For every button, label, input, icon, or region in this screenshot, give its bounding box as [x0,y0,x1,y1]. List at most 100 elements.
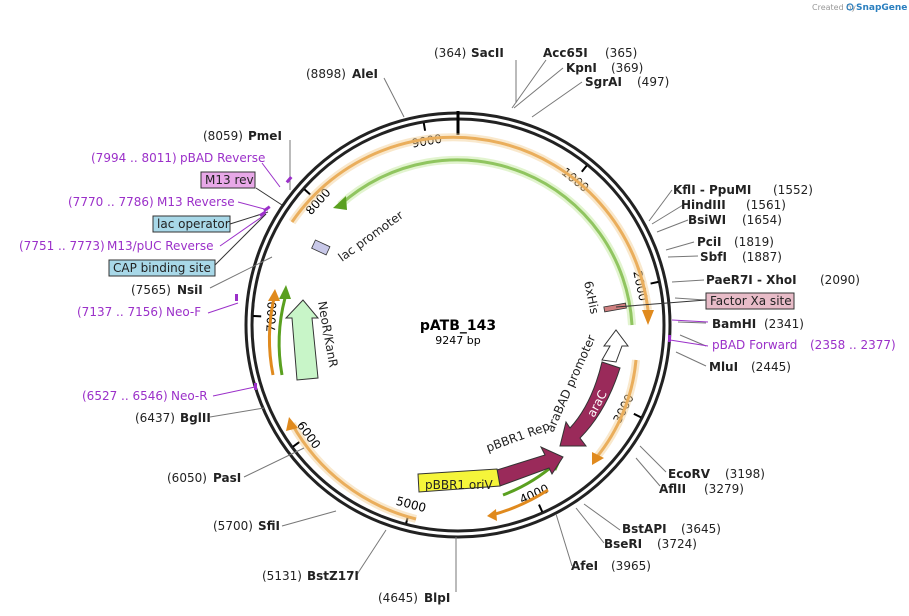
primer-name: pBAD Forward [712,338,797,352]
enzyme-name: KpnI [566,61,597,75]
factor-xa-site-box [705,292,795,310]
enzyme-name: BglII [180,411,211,425]
ring-tick [581,164,588,173]
enzyme-name: AfeI [571,559,598,573]
enzyme-coord: (1887) [742,250,782,264]
primer-coord: (7994 .. 8011) [91,151,177,165]
green-arrowhead-top [333,196,347,210]
credit-prefix: Created by [812,3,856,12]
primer-coord: (6527 .. 6546) [82,389,168,403]
enzyme-name: AflII [659,482,686,496]
enzyme-name: NsiI [177,283,203,297]
enzyme-name: SfiI [258,519,280,533]
primer-name: Neo-F [166,305,201,319]
primer-markers [235,176,671,390]
primer-coord: (7770 .. 7786) [68,195,154,209]
enzyme-name: BsiWI [688,213,726,227]
primer-leader-lines [207,162,709,397]
enzyme-coord: (6050) [167,471,207,485]
enzyme-name: SgrAI [585,75,622,89]
enzyme-name: BseRI [604,537,642,551]
orange-arrowhead-left [286,417,298,431]
cap-binding-site-box [108,259,216,277]
enzyme-coord: (2090) [820,273,860,287]
enzyme-name: PmeI [248,129,282,143]
enzyme-coord: (1654) [742,213,782,227]
enzyme-name: BstAPI [622,522,667,536]
enzyme-name: Acc65I [543,46,588,60]
orange-arrowhead-right [592,452,604,465]
lac-promoter-label: lac promoter [336,208,406,264]
credit-brand: SnapGene [856,3,907,13]
m13-rev-label: M13 rev [205,173,254,187]
factor-xa-site-label: Factor Xa site [710,294,792,308]
orange-arc-left-glow [288,422,417,523]
enzyme-name: PasI [213,471,241,485]
orange-arc-far-left [267,297,276,376]
orange-arrowhead-top [642,310,654,325]
pbbr1-oriv-feature: pBBR1 oriV [417,468,501,493]
enzyme-coord: (3965) [611,559,651,573]
enzyme-coord: (365) [605,46,637,60]
arac-label: araC [584,388,610,419]
primer-name: M13 Reverse [157,195,235,209]
primer-coord: (7137 .. 7156) [77,305,163,319]
pbbr1-oriv-label: pBBR1 oriV [425,478,493,492]
enzyme-coord: (4645) [378,591,418,605]
ring-tick [650,280,659,285]
plasmid-name: pATB_143 [420,318,496,334]
enzyme-coord: (2341) [764,317,804,331]
orange-arrowhead-far-left [268,289,280,301]
lac-promoter-feature: lac promoter [311,208,406,264]
enzyme-coord: (8059) [203,129,243,143]
m13-rev-box [200,171,256,189]
enzyme-name: BamHI [712,317,756,331]
enzyme-coord: (3279) [704,482,744,496]
plasmid-size: 9247 bp [435,334,480,347]
enzyme-name: BstZ17I [307,569,359,583]
ring-tick [422,122,427,131]
snapgene-logo-icon [846,3,854,11]
enzyme-coord: (6437) [135,411,175,425]
enzyme-name: EcoRV [668,467,711,481]
boxed-feature-labels: M13 rev lac operator CAP binding site Fa… [108,171,795,310]
primer-name: M13/pUC Reverse [107,239,214,253]
enzyme-name: MluI [709,360,738,374]
enzyme-name: BlpI [424,591,450,605]
enzyme-coord: (2445) [751,360,791,374]
enzyme-coord: (1561) [746,198,786,212]
green-arrowhead-left [279,285,291,299]
primer-name: Neo-R [171,389,208,403]
enzyme-name: PciI [697,235,722,249]
orange-arc-right-glow [592,359,640,461]
enzyme-coord: (5131) [262,569,302,583]
his-tag-feature: 6xHis [581,280,627,316]
neor-kanr-feature: NeoR/KanR [284,299,340,381]
green-arc-top-glow [337,155,636,326]
his-tag-label: 6xHis [581,280,602,316]
enzyme-coord: (7565) [131,283,171,297]
ring-tick [303,188,312,196]
enzyme-coord: (1552) [773,183,813,197]
enzyme-coord: (1819) [734,235,774,249]
green-arc-left [277,297,287,376]
ring-tick [538,504,544,513]
ring-tick [633,412,642,419]
orange-arrowhead-bottom [487,509,497,521]
enzyme-name: SacII [471,46,504,60]
primer-coord: (2358 .. 2377) [810,338,896,352]
enzyme-coord: (5700) [213,519,253,533]
leader-lines [209,59,707,592]
enzyme-labels: (364) SacII Acc65I (365) KpnI (369) SgrA… [131,46,860,605]
orange-arc-top-glow [288,133,652,311]
enzyme-name: AleI [352,67,378,81]
enzyme-coord: (369) [611,61,643,75]
enzyme-name: HindIII [681,198,726,212]
enzyme-coord: (3724) [657,537,697,551]
pbbr1-rep-label: pBBR1 Rep [484,419,551,455]
neor-kanr-label: NeoR/KanR [315,300,340,368]
lac-operator-box [152,215,231,233]
enzyme-name: SbfI [700,250,727,264]
cap-binding-site-label: CAP binding site [113,261,211,275]
